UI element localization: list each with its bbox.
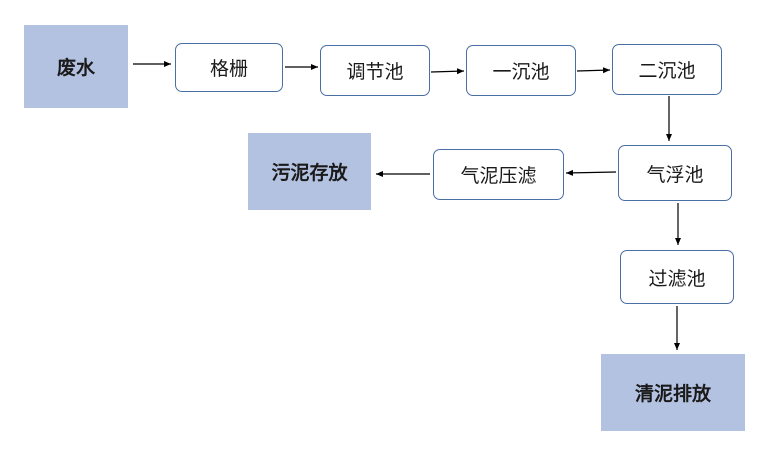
arrow-flotation-to-press (565, 169, 617, 176)
node-sludge-storage: 污泥存放 (248, 133, 371, 210)
node-primary-settling-tank: 一沉池 (466, 45, 576, 96)
node-screen: 格栅 (175, 43, 283, 92)
node-wastewater: 废水 (24, 25, 128, 108)
node-sludge-discharge: 清泥排放 (601, 354, 745, 431)
arrow-equalization-to-primary (430, 68, 465, 75)
node-filter-tank: 过滤池 (620, 250, 734, 304)
node-flotation-tank: 气浮池 (618, 145, 732, 201)
node-secondary-settling-tank: 二沉池 (612, 44, 722, 95)
node-equalization-tank: 调节池 (320, 45, 430, 96)
node-sludge-press: 气泥压滤 (433, 149, 564, 200)
arrow-primary-to-secondary (576, 67, 611, 74)
